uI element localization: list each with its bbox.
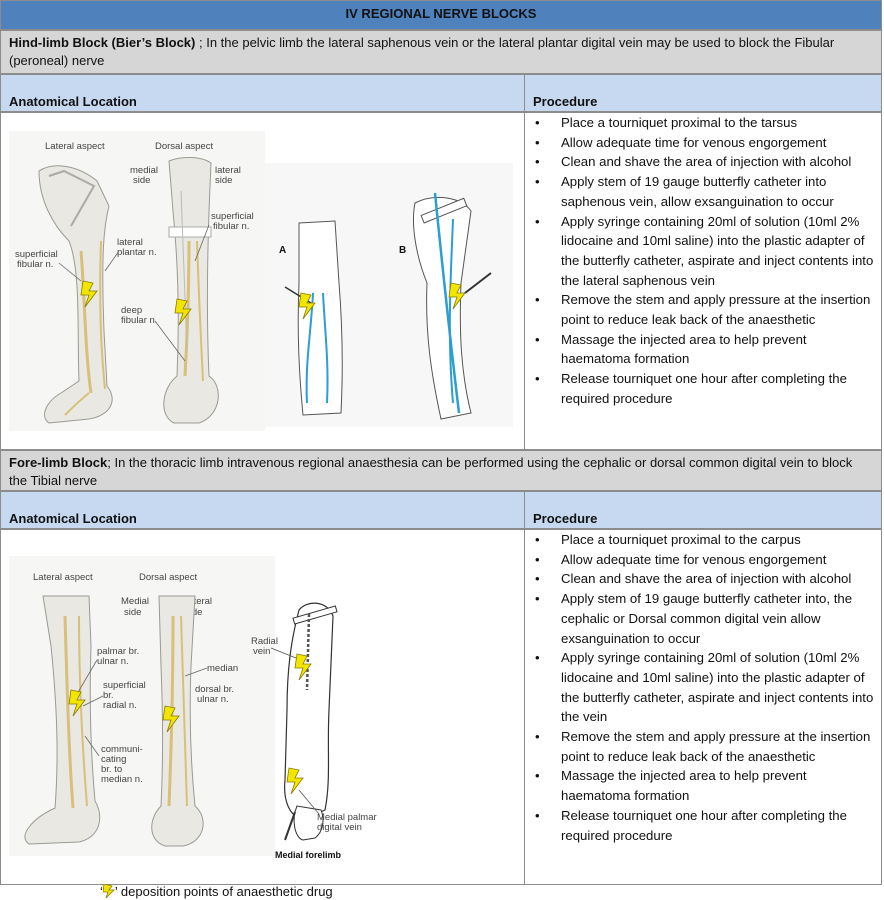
lightning-bolt-icon — [80, 280, 98, 308]
footnote: ‘’ deposition points of anaesthetic drug — [100, 884, 333, 899]
fig-label-dorsal-aspect: Dorsal aspect — [139, 572, 197, 583]
fig-label-panel-a: A — [279, 245, 286, 256]
fig-label-comm-4: median n. — [101, 774, 143, 785]
fore-limb-procedure-list: Place a tourniquet proximal to the carpu… — [531, 530, 876, 845]
fig-label-dorsal-1: dorsal br. — [195, 684, 234, 695]
fig-label-radial-vein-2: vein — [253, 646, 270, 657]
list-item: Apply stem of 19 gauge butterfly cathete… — [531, 589, 876, 648]
fore-limb-anatomy-figure: Lateral aspect Dorsal aspect Medial side… — [9, 556, 275, 856]
fore-col-location: Anatomical Location — [9, 511, 137, 526]
fore-col-procedure: Procedure — [533, 511, 598, 526]
lightning-bolt-icon — [286, 767, 304, 795]
fig-label-deep-fibular-2: fibular n. — [121, 315, 157, 326]
fig-label-lateral-aspect: Lateral aspect — [45, 141, 105, 152]
list-item: Massage the injected area to help preven… — [531, 766, 876, 805]
hind-col-procedure: Procedure — [533, 94, 598, 109]
list-item: Place a tourniquet proximal to the carpu… — [531, 530, 876, 550]
lightning-bolt-icon — [162, 705, 180, 733]
lightning-bolt-icon — [102, 884, 115, 898]
fig-label-lateral: Lateral — [183, 596, 212, 607]
list-item: Apply stem of 19 gauge butterfly cathete… — [531, 172, 876, 211]
hind-limb-body: Lateral aspect Dorsal aspect medial side… — [0, 112, 882, 450]
lightning-bolt-icon — [294, 653, 312, 681]
fig-label-comm-3: br. to — [101, 764, 122, 775]
fig-label-palmar-1: palmar br. — [97, 646, 139, 657]
fig-label-lateral-plantar-1: lateral — [117, 237, 143, 248]
fore-limb-vein-figure: Radial vein Medial palmar digital vein M… — [251, 602, 377, 860]
fig-label-dorsal-aspect: Dorsal aspect — [155, 141, 213, 152]
fore-limb-section-heading: Fore-limb Block; In the thoracic limb in… — [0, 450, 882, 491]
fig-label-comm-1: communi- — [101, 744, 143, 755]
fig-label-medial-forelimb: Medial forelimb — [275, 850, 342, 860]
list-item: Clean and shave the area of injection wi… — [531, 569, 876, 589]
fig-label-lateral-plantar-2: plantar n. — [117, 247, 157, 258]
fig-label-medial-palmar-2: digital vein — [317, 822, 362, 833]
hind-limb-anatomy-figure: Lateral aspect Dorsal aspect medial side… — [9, 131, 265, 431]
footnote-text: deposition points of anaesthetic drug — [117, 884, 333, 899]
fore-limb-body: Lateral aspect Dorsal aspect Medial side… — [0, 529, 882, 885]
hind-limb-heading: Hind-limb Block (Bier’s Block) — [9, 35, 196, 50]
list-item: Apply syringe containing 20ml of solutio… — [531, 648, 876, 727]
fig-label-superficial-fibular-right-2: fibular n. — [213, 221, 249, 232]
fig-label-comm-2: cating — [101, 754, 126, 765]
fig-label-lateral: lateral — [215, 165, 241, 176]
fig-label-dorsal-2: ulnar n. — [197, 694, 229, 705]
list-item: Allow adequate time for venous engorgeme… — [531, 133, 876, 153]
fig-label-medial-palmar-1: Medial palmar — [317, 812, 377, 823]
fig-label-superficial-fibular-left-1: superficial — [15, 249, 58, 260]
list-item: Release tourniquet one hour after comple… — [531, 806, 876, 845]
fore-limb-heading: Fore-limb Block — [9, 455, 108, 470]
list-item: Remove the stem and apply pressure at th… — [531, 290, 876, 329]
fore-limb-column-header: Anatomical Location Procedure — [0, 491, 882, 529]
fig-label-radial-vein-1: Radial — [251, 636, 278, 647]
fig-label-side-left: side — [133, 175, 150, 186]
fig-label-superficial-fibular-left-2: fibular n. — [17, 259, 53, 270]
list-item: Allow adequate time for venous engorgeme… — [531, 550, 876, 570]
list-item: Release tourniquet one hour after comple… — [531, 369, 876, 408]
list-item: Remove the stem and apply pressure at th… — [531, 727, 876, 766]
list-item: Clean and shave the area of injection wi… — [531, 152, 876, 172]
list-item: Place a tourniquet proximal to the tarsu… — [531, 113, 876, 133]
lightning-bolt-icon — [448, 282, 466, 310]
fig-label-superficial-2: br. — [103, 690, 114, 701]
lightning-bolt-icon — [298, 292, 316, 320]
hind-limb-procedure-list: Place a tourniquet proximal to the tarsu… — [531, 113, 876, 409]
hind-limb-intro: ; In the pelvic limb the lateral sapheno… — [9, 35, 835, 68]
fig-label-median: median — [207, 663, 238, 674]
fig-label-side-left: side — [124, 607, 141, 618]
fig-label-lateral-aspect: Lateral aspect — [33, 572, 93, 583]
table-title: IV REGIONAL NERVE BLOCKS — [0, 0, 882, 30]
fig-label-medial: medial — [130, 165, 158, 176]
fig-label-superficial-1: superficial — [103, 680, 146, 691]
hind-limb-vein-figure: A B — [265, 163, 513, 427]
fig-label-side-right: side — [215, 175, 232, 186]
fig-label-palmar-2: ulnar n. — [97, 656, 129, 667]
fig-label-deep-fibular-1: deep — [121, 305, 142, 316]
list-item: Massage the injected area to help preven… — [531, 330, 876, 369]
fig-label-panel-b: B — [399, 245, 406, 256]
list-item: Apply syringe containing 20ml of solutio… — [531, 212, 876, 291]
fig-label-medial: Medial — [121, 596, 149, 607]
hind-limb-column-header: Anatomical Location Procedure — [0, 74, 882, 112]
hind-limb-section-heading: Hind-limb Block (Bier’s Block) ; In the … — [0, 30, 882, 74]
lightning-bolt-icon — [174, 298, 192, 326]
fore-limb-intro: ; In the thoracic limb intravenous regio… — [9, 455, 853, 488]
hind-col-location: Anatomical Location — [9, 94, 137, 109]
fig-label-superficial-3: radial n. — [103, 700, 137, 711]
lightning-bolt-icon — [68, 689, 86, 717]
fig-label-superficial-fibular-right-1: superficial — [211, 211, 254, 222]
